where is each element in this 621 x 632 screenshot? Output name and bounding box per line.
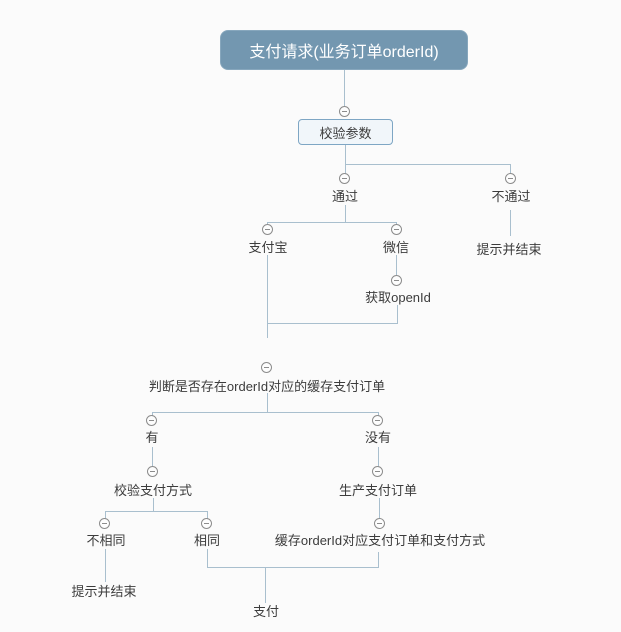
node-verify-pay-method[interactable]: 校验支付方式 <box>113 483 193 498</box>
collapse-minus-icon[interactable] <box>147 466 158 477</box>
node-method-same[interactable]: 相同 <box>193 533 221 548</box>
connector-line <box>345 164 346 175</box>
node-check-cached-order[interactable]: 判断是否存在orderId对应的缓存支付订单 <box>148 379 386 394</box>
collapse-minus-icon[interactable] <box>391 275 402 286</box>
connector-line <box>105 511 208 512</box>
connector-line <box>379 498 380 519</box>
connector-line <box>267 323 398 324</box>
collapse-minus-icon[interactable] <box>339 173 350 184</box>
connector-line <box>267 393 268 412</box>
connector-line <box>510 164 511 175</box>
connector-line <box>267 323 268 338</box>
connector-line <box>105 549 106 582</box>
node-different-end[interactable]: 提示并结束 <box>71 584 137 599</box>
connector-line <box>378 552 379 568</box>
connector-line <box>207 567 379 568</box>
collapse-minus-icon[interactable] <box>391 224 402 235</box>
connector-line <box>510 210 511 236</box>
connector-line <box>152 412 378 413</box>
collapse-minus-icon[interactable] <box>201 518 212 529</box>
node-exists[interactable]: 有 <box>145 430 159 445</box>
connector-line <box>397 305 398 323</box>
connector-line <box>345 145 346 164</box>
collapse-minus-icon[interactable] <box>374 518 385 529</box>
node-pay[interactable]: 支付 <box>252 604 280 619</box>
connector-line <box>207 549 208 568</box>
collapse-minus-icon[interactable] <box>262 224 273 235</box>
node-validate-params[interactable]: 校验参数 <box>298 119 393 145</box>
node-payment-request[interactable]: 支付请求(业务订单orderId) <box>220 30 468 70</box>
connector-line <box>105 511 106 524</box>
collapse-minus-icon[interactable] <box>146 415 157 426</box>
node-cache-pay-order[interactable]: 缓存orderId对应支付订单和支付方式 <box>274 533 486 548</box>
collapse-minus-icon[interactable] <box>372 415 383 426</box>
connector-line <box>153 498 154 512</box>
collapse-minus-icon[interactable] <box>99 518 110 529</box>
node-fail[interactable]: 不通过 <box>491 189 531 204</box>
collapse-minus-icon[interactable] <box>372 466 383 477</box>
connector-line <box>267 255 268 323</box>
connector-line <box>378 447 379 467</box>
collapse-minus-icon[interactable] <box>339 106 350 117</box>
connector-line <box>396 255 397 277</box>
node-get-openid[interactable]: 获取openId <box>365 290 431 305</box>
node-create-pay-order[interactable]: 生产支付订单 <box>338 483 418 498</box>
collapse-minus-icon[interactable] <box>505 173 516 184</box>
connector-line <box>152 447 153 467</box>
connector-line <box>345 205 346 222</box>
connector-line <box>207 511 208 524</box>
connector-line <box>265 567 266 603</box>
connector-line <box>267 222 397 223</box>
node-fail-end[interactable]: 提示并结束 <box>476 242 542 257</box>
node-alipay[interactable]: 支付宝 <box>248 240 288 255</box>
collapse-minus-icon[interactable] <box>261 362 272 373</box>
connector-line <box>345 164 511 165</box>
node-not-exists[interactable]: 没有 <box>364 430 392 445</box>
node-wechat[interactable]: 微信 <box>382 240 410 255</box>
node-pass[interactable]: 通过 <box>331 189 359 204</box>
node-method-different[interactable]: 不相同 <box>86 533 126 548</box>
connector-line <box>344 70 345 107</box>
